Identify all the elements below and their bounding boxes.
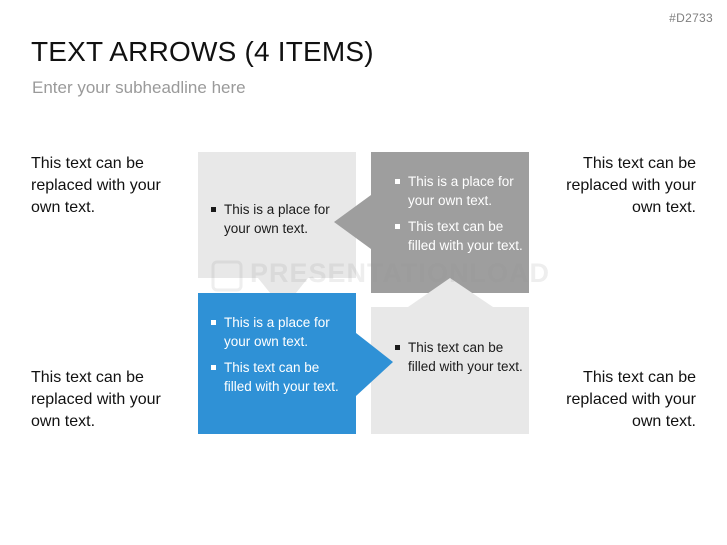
box-text-bottom-right: This text can be filled with your text. [393, 339, 523, 384]
bullet-item: This text can be filled with your text. [393, 218, 527, 255]
side-text-bottom-left: This text can be replaced with your own … [31, 369, 161, 430]
box-top-left [198, 152, 356, 309]
box-text-top-right: This is a place for your own text. This … [393, 173, 527, 263]
box-text-bottom-left: This is a place for your own text. This … [209, 314, 349, 404]
box-text-top-left: This is a place for your own text. [209, 201, 349, 246]
watermark-text: PRESENTATIONLOAD [250, 258, 551, 288]
side-text-top-left: This text can be replaced with your own … [31, 155, 161, 216]
side-text-top-right: This text can be replaced with your own … [566, 155, 696, 216]
bullet-item: This is a place for your own text. [393, 173, 527, 210]
bullet-item: This text can be filled with your text. [393, 339, 523, 376]
box-bottom-left [198, 293, 393, 434]
watermark-logo-icon [211, 260, 243, 292]
side-text-bottom-right: This text can be replaced with your own … [566, 369, 696, 430]
page-subtitle: Enter your subheadline here [32, 78, 246, 97]
bullet-item: This is a place for your own text. [209, 201, 349, 238]
page-title: TEXT ARROWS (4 ITEMS) [31, 36, 374, 67]
box-bottom-right [371, 278, 529, 434]
bullet-item: This text can be filled with your text. [209, 359, 349, 396]
box-top-right [334, 152, 529, 293]
bullet-item: This is a place for your own text. [209, 314, 349, 351]
slide-id: #D2733 [669, 11, 713, 25]
